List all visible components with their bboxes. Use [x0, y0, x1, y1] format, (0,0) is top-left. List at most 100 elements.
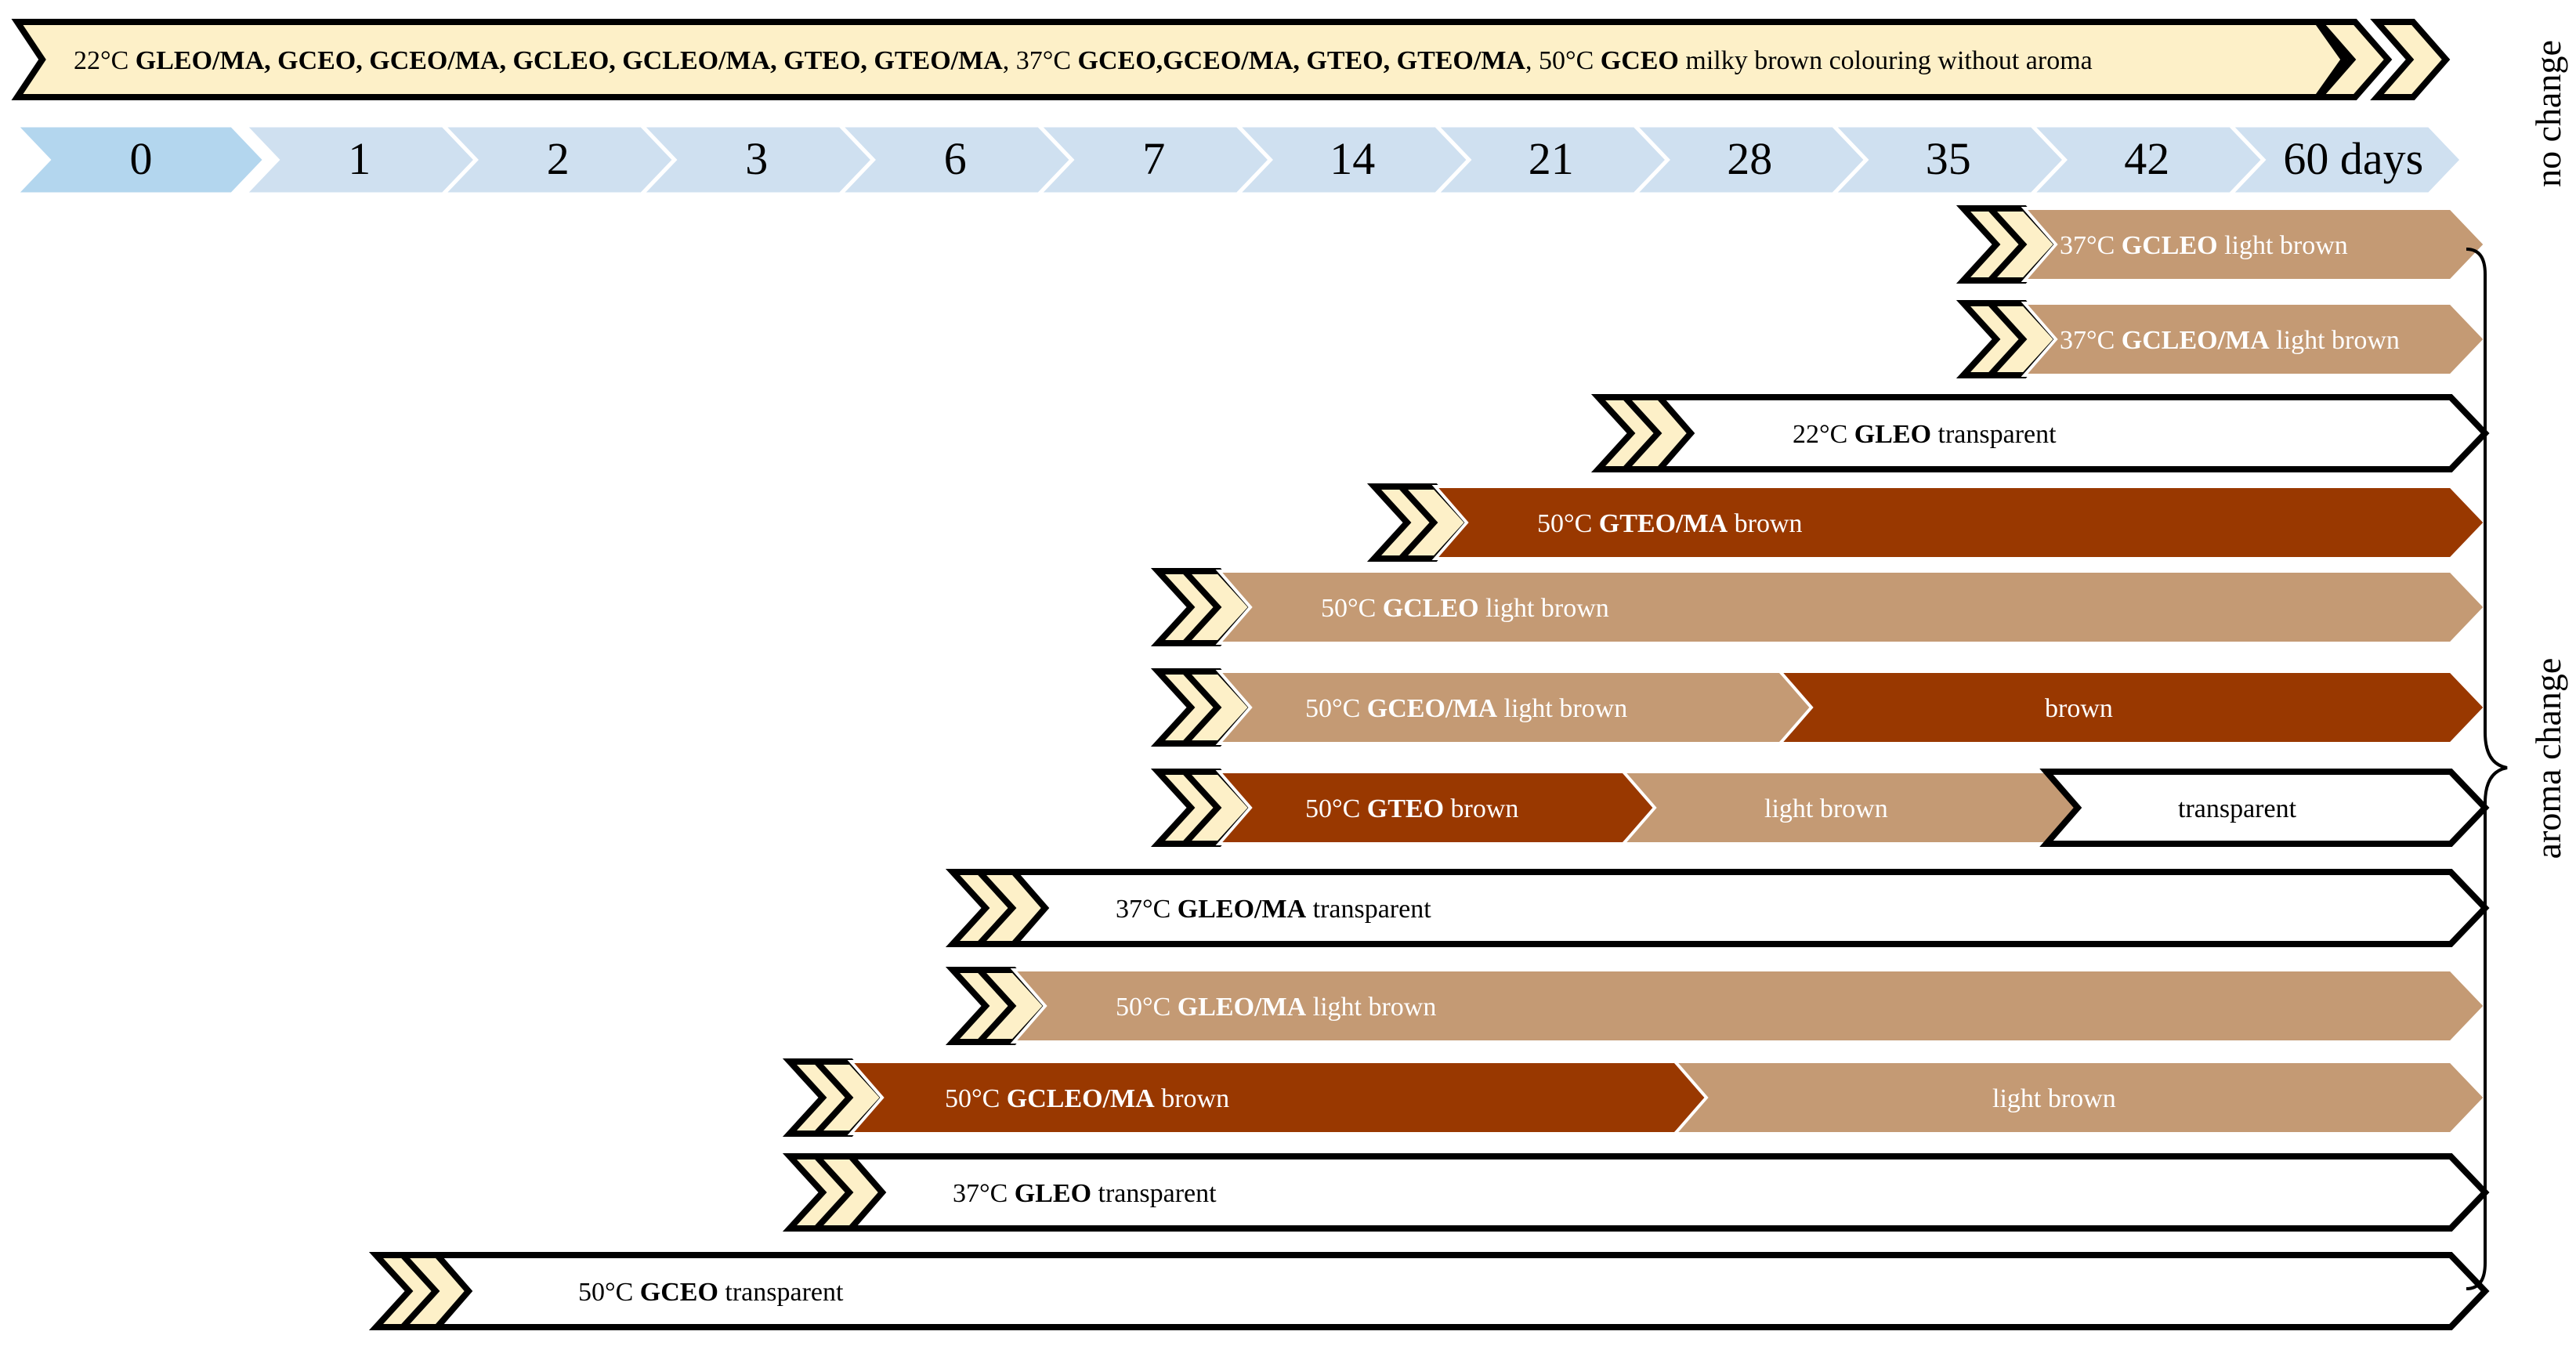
- day-chevron-60-days: [2226, 123, 2465, 197]
- label-run: GCLEO: [2122, 231, 2218, 260]
- colour-segment-50-c-gleo-ma-light-brown: [1010, 968, 2487, 1044]
- day-label-28: 28: [1727, 133, 1772, 184]
- day-label-0: 0: [130, 133, 153, 184]
- label-run: light brown: [1497, 694, 1627, 723]
- condition-row: 37°C GLEO/MA transparent: [945, 869, 2490, 947]
- label-run: GCLEO/MA: [1007, 1084, 1155, 1113]
- label-run: 37°C: [953, 1179, 1015, 1208]
- label-run: 37°C: [2060, 326, 2122, 355]
- segment-label: 50°C GLEO/MA light brown: [1116, 993, 1436, 1022]
- banner-end-chevron: [2370, 19, 2451, 100]
- banner-end-chevron: [2312, 19, 2393, 100]
- condition-row: 50°C GTEO brown light brown transparent: [1150, 769, 2490, 847]
- label-run: transparent: [718, 1278, 844, 1307]
- label-run: , 50°C: [1525, 46, 1601, 75]
- condition-row: 37°C GCLEO light brown: [1956, 205, 2487, 284]
- label-run: 50°C: [945, 1084, 1007, 1113]
- banner-label: 22°C GLEO/MA, GCEO, GCEO/MA, GCLEO, GCLE…: [74, 46, 2093, 75]
- colour-segment-50-c-gcleo-light-brown: [1215, 570, 2487, 645]
- label-run: GCLEO/MA: [2122, 326, 2270, 355]
- label-run: , 37°C: [1003, 46, 1078, 75]
- day-timeline: 0 1 2 3 6 7 14 21 28 35 42 60 days: [11, 123, 2465, 197]
- segment-label: 37°C GCLEO light brown: [2060, 231, 2348, 260]
- label-run: 50°C: [1305, 694, 1367, 723]
- colour-segment-50-c-gceo-transparent: [430, 1252, 2490, 1330]
- segment-label: 50°C GTEO/MA brown: [1537, 509, 1803, 538]
- label-run: brown: [1728, 509, 1802, 538]
- segment-label: 37°C GLEO transparent: [953, 1179, 1217, 1208]
- colour-segment-22-c-gleo-transparent: [1652, 394, 2490, 472]
- day-label-2: 2: [547, 133, 570, 184]
- segment-label: 37°C GLEO/MA transparent: [1116, 895, 1431, 924]
- label-run: milky brown colouring without aroma: [1679, 46, 2093, 75]
- day-label-1: 1: [348, 133, 371, 184]
- label-run: brown: [1155, 1084, 1229, 1113]
- colour-segment-transparent: [2039, 769, 2490, 847]
- colour-segment-50-c-gteo-ma-brown: [1431, 485, 2487, 560]
- label-run: brown: [1444, 794, 1518, 823]
- segment-label: 37°C GCLEO/MA light brown: [2060, 326, 2400, 355]
- day-label-3: 3: [745, 133, 768, 184]
- day-label-60-days: 60 days: [2283, 133, 2423, 184]
- label-run: light brown: [1306, 993, 1436, 1022]
- day-label-6: 6: [944, 133, 967, 184]
- segment-label: 50°C GCEO/MA light brown: [1305, 694, 1627, 723]
- label-run: 37°C: [2060, 231, 2122, 260]
- side-labels: no change aroma change: [2466, 40, 2568, 1290]
- segment-label: 50°C GCLEO light brown: [1321, 594, 1609, 623]
- label-run: GCEO: [1601, 46, 1679, 75]
- label-run: GCLEO: [1383, 594, 1479, 623]
- label-run: GLEO: [1854, 420, 1931, 449]
- label-run: GTEO: [1367, 794, 1444, 823]
- day-label-42: 42: [2124, 133, 2169, 184]
- day-label-35: 35: [1926, 133, 1971, 184]
- condition-row: 37°C GLEO transparent: [782, 1153, 2490, 1232]
- label-run: GCEO/MA: [1367, 694, 1498, 723]
- label-run: GCEO: [640, 1278, 718, 1307]
- label-run: transparent: [1931, 420, 2057, 449]
- label-run: 22°C: [1793, 420, 1854, 449]
- colour-segment-37-c-gleo-ma-transparent: [1007, 869, 2490, 947]
- label-run: GLEO/MA: [1178, 895, 1307, 924]
- aroma-change-label: aroma change: [2528, 658, 2568, 859]
- segment-label: light brown: [1764, 794, 1888, 823]
- condition-row: 50°C GTEO/MA brown: [1366, 483, 2487, 562]
- segment-label: 50°C GCLEO/MA brown: [945, 1084, 1229, 1113]
- day-label-21: 21: [1529, 133, 1574, 184]
- day-label-14: 14: [1330, 133, 1375, 184]
- top-banner: 22°C GLEO/MA, GCEO, GCEO/MA, GCLEO, GCLE…: [11, 19, 2451, 100]
- colour-segment-brown: [1776, 670, 2487, 745]
- label-run: light brown: [1764, 794, 1888, 823]
- label-run: 50°C: [1321, 594, 1383, 623]
- segment-label: 50°C GTEO brown: [1305, 794, 1518, 823]
- segment-label: transparent: [2178, 794, 2297, 823]
- condition-row: 50°C GLEO/MA light brown: [945, 967, 2487, 1045]
- segment-label: light brown: [1992, 1084, 2116, 1113]
- segment-label: 50°C GCEO transparent: [578, 1278, 844, 1307]
- label-run: 50°C: [1116, 993, 1178, 1022]
- label-run: GLEO/MA, GCEO, GCEO/MA, GCLEO, GCLEO/MA,…: [136, 46, 1003, 75]
- label-run: light brown: [2270, 326, 2400, 355]
- condition-row: 50°C GCEO transparent: [368, 1252, 2490, 1330]
- label-run: transparent: [1306, 895, 1431, 924]
- colour-segment-37-c-gcleo-light-brown: [2021, 207, 2487, 282]
- label-run: transparent: [2178, 794, 2297, 823]
- condition-row: 22°C GLEO transparent: [1590, 394, 2490, 472]
- aroma-change-brace: [2466, 248, 2508, 1290]
- label-run: GTEO/MA: [1599, 509, 1728, 538]
- condition-row: 37°C GCLEO/MA light brown: [1956, 300, 2487, 378]
- label-run: GLEO/MA: [1178, 993, 1307, 1022]
- label-run: transparent: [1091, 1179, 1217, 1208]
- colour-segment-37-c-gleo-transparent: [844, 1153, 2490, 1232]
- condition-row: 50°C GCEO/MA light brown brown: [1150, 668, 2487, 747]
- label-run: 50°C: [578, 1278, 640, 1307]
- segment-label: brown: [2045, 694, 2113, 723]
- label-run: brown: [2045, 694, 2113, 723]
- label-run: 22°C: [74, 46, 136, 75]
- label-run: light brown: [1992, 1084, 2116, 1113]
- day-label-7: 7: [1142, 133, 1165, 184]
- day-chevron-0: [11, 123, 268, 197]
- colour-segment-light-brown: [1671, 1060, 2487, 1135]
